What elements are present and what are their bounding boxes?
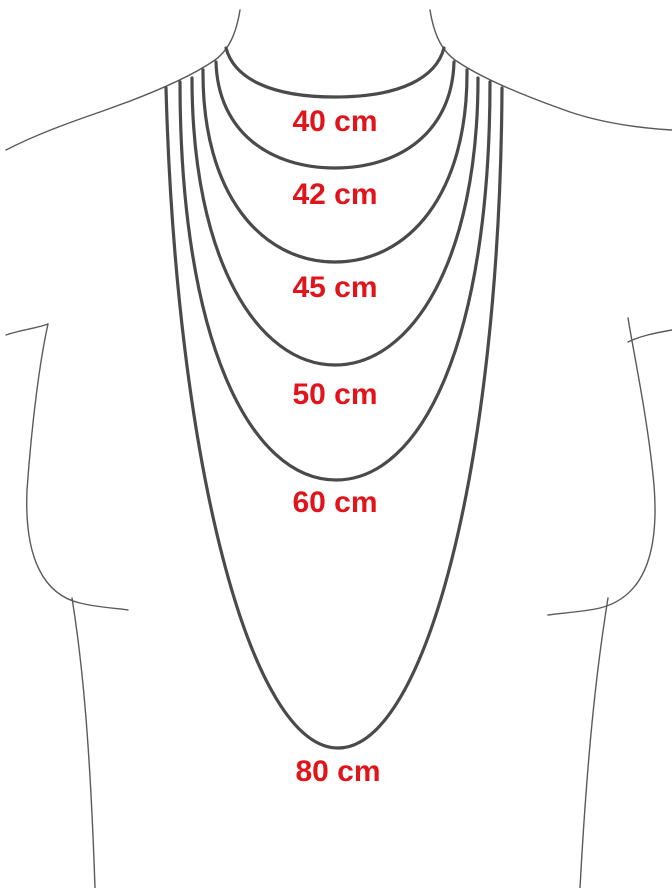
right-torso-contour — [548, 318, 655, 615]
left-waist — [72, 598, 95, 888]
necklace-42cm-label: 42 cm — [292, 178, 377, 211]
necklace-80cm-label: 80 cm — [295, 755, 380, 788]
left-torso-contour — [27, 324, 128, 610]
necklace-40cm-chain — [226, 48, 444, 97]
necklace-60cm-label: 60 cm — [292, 486, 377, 519]
necklace-40cm-label: 40 cm — [292, 105, 377, 138]
length-labels: 40 cm 42 cm 45 cm 50 cm 60 cm 80 cm — [292, 105, 380, 788]
right-waist — [580, 598, 608, 888]
left-arm-crease — [6, 324, 48, 335]
necklace-45cm-label: 45 cm — [292, 271, 377, 304]
necklace-50cm-label: 50 cm — [292, 378, 377, 411]
neck-right-edge — [430, 10, 458, 62]
right-arm-crease — [628, 330, 672, 342]
necklace-45cm-chain — [203, 70, 467, 262]
neck-left-edge — [212, 10, 240, 62]
